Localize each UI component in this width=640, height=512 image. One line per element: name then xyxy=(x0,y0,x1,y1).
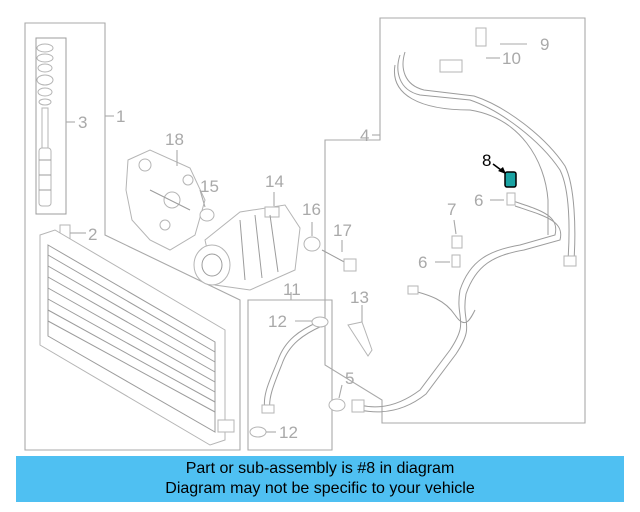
callout-2: 2 xyxy=(88,225,97,244)
compressor-part xyxy=(193,204,301,291)
callout-4: 4 xyxy=(360,126,369,145)
group-frame-4 xyxy=(324,17,586,424)
callout-12a: 12 xyxy=(268,312,287,331)
callout-18: 18 xyxy=(165,130,184,149)
banner-line-1: Part or sub-assembly is #8 in diagram xyxy=(185,460,455,477)
mounting-bracket-part xyxy=(347,305,373,357)
refrigerant-lines-part xyxy=(351,27,577,413)
callout-12b: 12 xyxy=(279,423,298,442)
callout-7: 7 xyxy=(447,200,456,219)
callout-17: 17 xyxy=(333,221,352,240)
callout-5: 5 xyxy=(345,369,354,388)
callout-3: 3 xyxy=(78,113,87,132)
condenser-part xyxy=(39,229,235,446)
group-frame-1 xyxy=(24,22,241,451)
compressor-bracket-part xyxy=(125,149,206,251)
callout-11: 11 xyxy=(283,280,301,299)
info-banner: Part or sub-assembly is #8 in diagram Di… xyxy=(16,456,624,502)
callout-6b: 6 xyxy=(418,253,427,272)
callout-1: 1 xyxy=(116,107,125,126)
banner-line-2: Diagram may not be specific to your vehi… xyxy=(165,480,475,497)
o-ring-5-part xyxy=(328,384,346,412)
group-frame-11 xyxy=(247,299,333,451)
washer-part xyxy=(199,189,215,222)
callout-6a: 6 xyxy=(474,191,483,210)
parts-diagram: 1 2 3 4 5 6 6 7 8 9 10 11 12 12 13 14 15… xyxy=(24,17,586,451)
compressor-hose-part xyxy=(261,316,329,414)
callout-9: 9 xyxy=(540,35,549,54)
o-ring-12b-part xyxy=(249,426,267,438)
callout-8: 8 xyxy=(482,151,491,170)
seal-ring-part xyxy=(303,222,321,252)
drier-cartridge-part xyxy=(35,37,67,215)
pressure-sensor-part-highlighted xyxy=(492,163,517,188)
callout-13: 13 xyxy=(350,288,369,307)
service-valve-part xyxy=(435,192,516,268)
callout-16: 16 xyxy=(302,200,321,219)
callout-14: 14 xyxy=(265,172,284,191)
callout-15: 15 xyxy=(200,177,219,196)
bolt-part xyxy=(321,240,357,272)
callout-10: 10 xyxy=(502,49,521,68)
